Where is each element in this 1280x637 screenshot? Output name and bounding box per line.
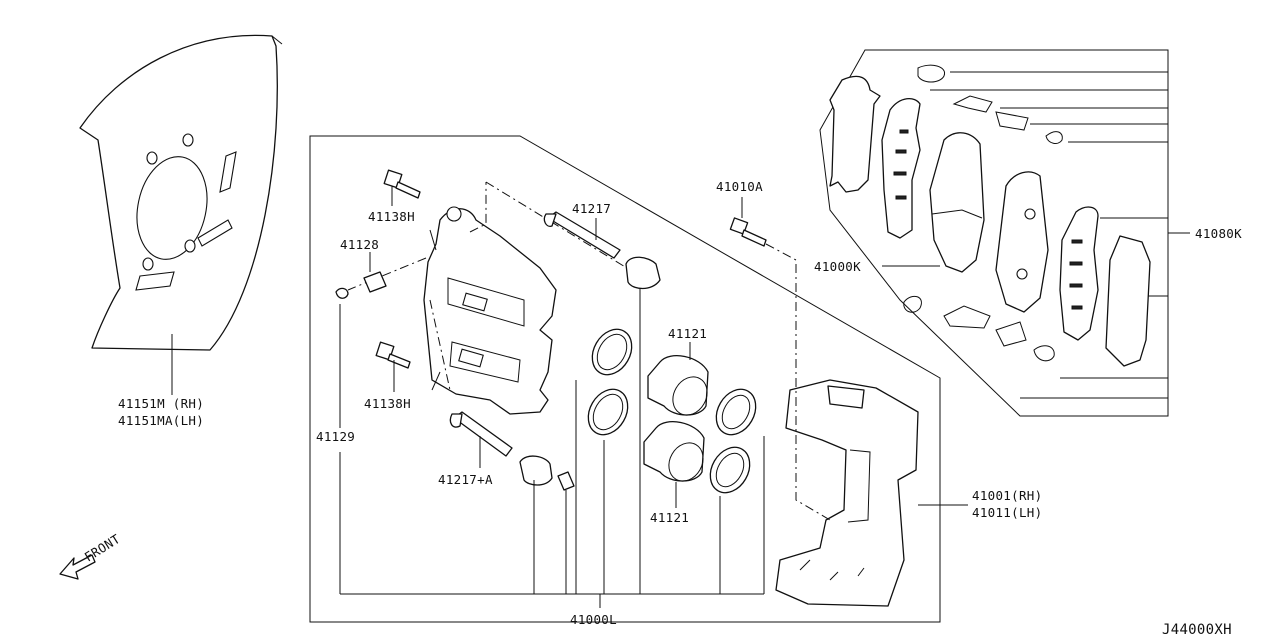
label-piston-lower: 41121 [650,510,689,525]
front-arrow-icon [59,554,96,580]
brake-pad-outer[interactable] [929,132,985,273]
seal-kit-leaders [340,288,765,608]
label-dust-shield-rh: 41151M (RH) [118,396,204,411]
clip-lower[interactable] [903,295,1055,362]
pad-kit-frame [819,49,1169,417]
bolt-lower[interactable] [375,341,411,369]
dust-boot-lower[interactable] [702,440,757,500]
seal-ring-upper[interactable] [584,322,639,382]
anti-rattle-plate-upper[interactable] [881,98,921,239]
dust-boot-upper[interactable] [708,382,763,442]
front-label: FRONT [82,531,123,565]
guide-pin-upper[interactable] [543,211,661,290]
pin-centerline [485,181,641,277]
caliper-body[interactable] [423,206,557,415]
label-pin-lower: 41217+A [438,472,493,487]
anti-rattle-plate-lower[interactable] [1059,206,1099,341]
clip-upper[interactable] [917,64,1063,144]
label-mount-bolt: 41010A [716,179,763,194]
seal-ring-lower[interactable] [580,382,635,442]
label-pad-set: 41000K [814,259,861,274]
dust-shield[interactable] [79,34,283,351]
mount-bolt[interactable] [729,217,767,247]
mount-bolt-centerline [765,243,831,521]
label-seal-kit: 41000L [570,612,617,627]
label-piston-upper: 41121 [668,326,707,341]
bleeder-screw[interactable] [335,271,387,299]
bleeder-centerline [347,257,427,291]
shim-outer[interactable] [829,75,881,193]
label-cap: 41129 [316,429,355,444]
label-bracket-rh: 41001(RH) [972,488,1042,503]
label-pin-upper: 41217 [572,201,611,216]
label-pad-kit: 41080K [1195,226,1242,241]
label-bracket-lh: 41011(LH) [972,505,1042,520]
lower-centerline [429,299,451,391]
pin-centerline-upper [469,182,487,233]
label-bleeder: 41128 [340,237,379,252]
caliper-bracket[interactable] [775,379,919,607]
label-bolt-upper: 41138H [368,209,415,224]
assembly-frame [309,135,941,623]
piston-lower[interactable] [643,421,710,488]
bolt-upper[interactable] [383,169,421,199]
label-bolt-lower: 41138H [364,396,411,411]
label-dust-shield-lh: 41151MA(LH) [118,413,204,428]
piston-upper[interactable] [647,355,714,422]
diagram-code: J44000XH [1162,622,1232,637]
guide-pin-lower[interactable] [449,411,575,491]
pad-kit-leaders [930,71,1190,399]
shim-inner[interactable] [1105,235,1151,367]
brake-pad-inner[interactable] [995,171,1049,313]
